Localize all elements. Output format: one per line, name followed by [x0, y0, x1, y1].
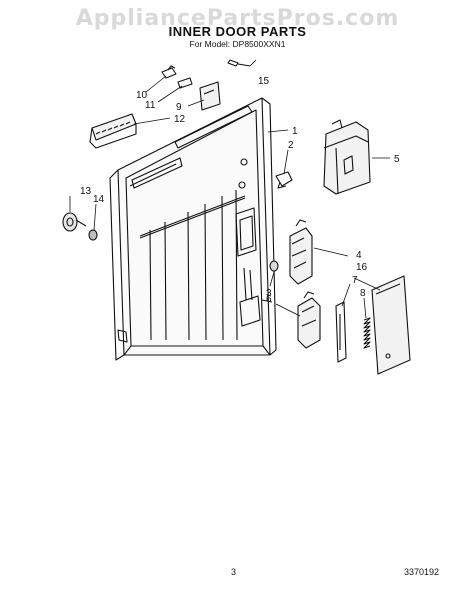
callout-9: 9: [176, 102, 182, 113]
part-2-latch: [275, 171, 293, 189]
callout-10: 10: [136, 90, 148, 101]
callout-7: 7: [352, 275, 358, 286]
part-9-bracket: [199, 81, 221, 111]
callout-1: 1: [292, 126, 298, 137]
callout-13: 13: [80, 186, 92, 197]
callout-4: 4: [356, 250, 362, 261]
callout-15: 15: [258, 76, 270, 87]
callout-5: 5: [394, 154, 400, 165]
diagram-subtitle: For Model: DP8500XXN1: [189, 39, 286, 49]
callout-2: 2: [288, 140, 294, 151]
part-8-spring: [363, 317, 371, 349]
callout-6: 6: [266, 294, 272, 305]
part-6-lower-latch: [297, 291, 321, 349]
part-4-latch-assembly: [289, 219, 313, 285]
part-7-strip: [335, 301, 347, 363]
part-13-knob: [62, 212, 87, 232]
callout-8: 8: [360, 288, 366, 299]
part-3-bushing: [269, 260, 279, 272]
callout-16: 16: [356, 262, 368, 273]
watermark-text: AppliancePartsPros.com: [75, 6, 400, 31]
part-11-clip: [177, 77, 193, 89]
part-10-clip: [161, 65, 177, 79]
part-14-washer: [88, 229, 98, 241]
part-16-cover-panel: [371, 275, 411, 375]
callout-labels: 15 10 11 9 12 1 2 5 13 14 4 3 16 7 8 6: [80, 76, 400, 305]
inner-door-panel: [109, 97, 277, 361]
callout-3: 3: [266, 288, 272, 299]
part-12-vent: [89, 113, 137, 149]
leader-lines: [69, 59, 390, 319]
document-code: 3370192: [404, 567, 440, 577]
diagram-title: INNER DOOR PARTS: [168, 24, 307, 39]
page-number: 3: [231, 567, 237, 577]
part-15-screw: [227, 59, 251, 67]
callout-14: 14: [93, 194, 105, 205]
callout-11: 11: [145, 100, 156, 111]
callout-12: 12: [174, 114, 186, 125]
part-5-dispenser: [323, 119, 371, 195]
